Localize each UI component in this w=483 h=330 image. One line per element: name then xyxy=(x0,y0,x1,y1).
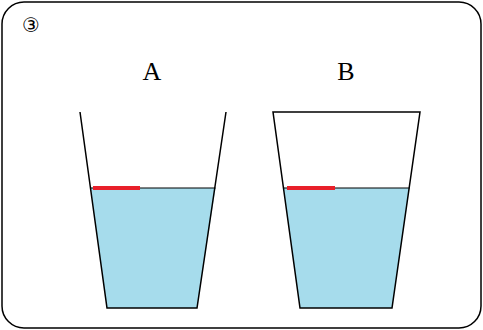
level-mark xyxy=(93,186,140,190)
frame xyxy=(2,2,481,328)
cup-outline xyxy=(273,112,420,308)
level-mark xyxy=(287,186,335,190)
cup-label: A xyxy=(143,59,162,85)
water-level xyxy=(91,187,216,188)
cup-outline xyxy=(80,112,226,308)
water xyxy=(284,188,410,308)
cup-label: B xyxy=(337,59,354,85)
panel-number: ③ xyxy=(22,15,40,35)
water xyxy=(91,188,216,308)
water-level xyxy=(284,187,410,188)
